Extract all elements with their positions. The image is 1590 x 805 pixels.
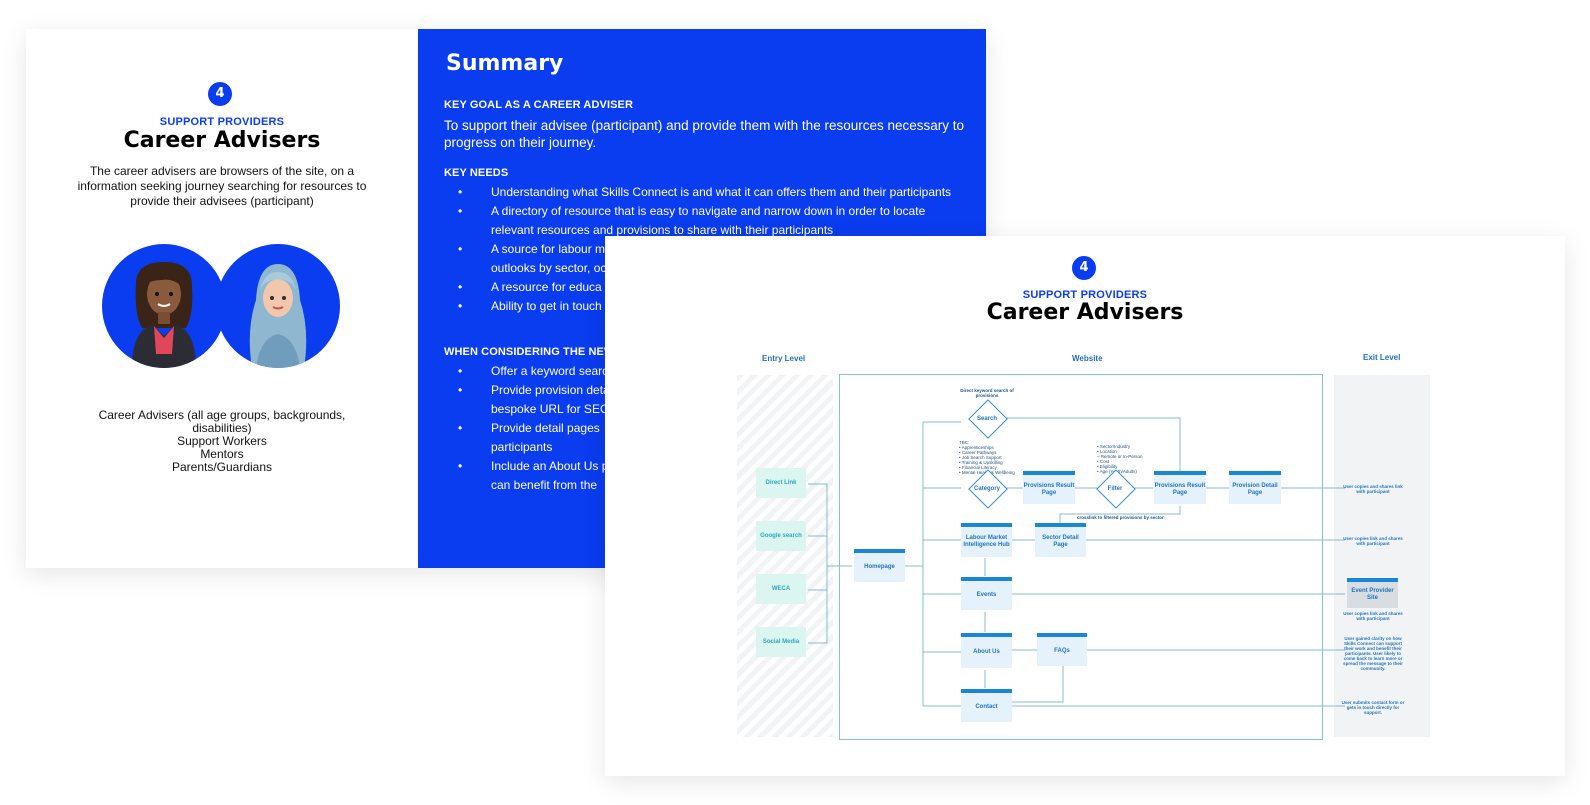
list-item-text: participants	[491, 440, 553, 454]
list-item-continuation: bespoke URL for SEO a	[458, 400, 968, 419]
list-item: A directory of resource that is easy to …	[458, 202, 968, 240]
considering-list: Offer a keyword searc Provide provision …	[458, 362, 968, 495]
node-events: Events	[961, 577, 1012, 610]
list-item-text: outlooks by sector, oc	[491, 261, 607, 275]
list-item: Offer a keyword searc	[458, 362, 968, 381]
search-note: Direct keyword search of provisions	[960, 388, 1014, 398]
node-provisions-result-1: Provisions Result Page	[1023, 471, 1075, 504]
exit-lane	[1334, 375, 1430, 737]
key-goal-text: To support their advisee (participant) a…	[444, 118, 965, 150]
node-lmi-hub: Labour Market Intelligence Hub	[961, 523, 1012, 557]
list-item: Provide detail pages	[458, 419, 968, 438]
audience-item: Parents/Guardians	[171, 460, 273, 474]
lane-label-entry: Entry Level	[762, 354, 806, 363]
node-homepage: Homepage	[854, 549, 905, 582]
list-item: A resource for educa	[458, 278, 968, 297]
audience-item: Mentors	[200, 447, 244, 461]
page-title: Career Advisers	[123, 128, 321, 153]
eyebrow-label: SUPPORT PROVIDERS	[1022, 289, 1148, 301]
exit-note: User submits contact form or gets in tou…	[1341, 700, 1405, 715]
list-item-text: bespoke URL for SEO a	[491, 402, 620, 416]
list-item-continuation: participants	[458, 438, 968, 457]
list-item: A source for labour m	[458, 240, 968, 259]
entry-point-social-media: Social Media	[756, 627, 806, 657]
page-title: Career Advisers	[986, 300, 1184, 325]
persona-overview-panel: 4 SUPPORT PROVIDERS Career Advisers The …	[26, 29, 418, 568]
considering-heading: WHEN CONSIDERING THE NEW	[444, 346, 615, 358]
note-line: TBC:	[959, 440, 970, 445]
note-line: • Age (Youth/Adults)	[1097, 469, 1157, 474]
note-line: • Financial Literacy	[959, 465, 997, 470]
key-needs-list: Understanding what Skills Connect is and…	[458, 183, 968, 316]
list-item-continuation: can benefit from the	[458, 476, 968, 495]
note-line: – Remote or In-Person	[1097, 454, 1143, 459]
note-line: • Training & Upskilling	[959, 460, 1003, 465]
exit-note: User copies link and shares with partici…	[1343, 536, 1403, 546]
persona-description: The career advisers are browsers of the …	[77, 164, 367, 208]
node-provisions-result-2: Provisions Result Page	[1154, 471, 1206, 504]
summary-title: Summary	[446, 51, 564, 76]
section-number-badge: 4	[1072, 256, 1096, 280]
entry-point-direct-link: Direct Link	[756, 468, 806, 498]
node-category-label: Category	[973, 486, 1000, 492]
avatar	[102, 244, 226, 368]
career-adviser-avatar-icon	[132, 262, 196, 368]
exit-note: User copies link and shares with partici…	[1343, 611, 1403, 621]
node-sector-detail: Sector Detail Page	[1035, 523, 1086, 557]
avatar	[216, 244, 340, 368]
node-contact: Contact	[961, 689, 1012, 722]
list-item-continuation: outlooks by sector, oc	[458, 259, 968, 278]
note-line: • Job Search Support	[959, 455, 1002, 460]
note-line: • Location	[1097, 449, 1117, 454]
node-about-us: About Us	[961, 633, 1012, 668]
lane-label-website: Website	[1072, 354, 1103, 363]
list-item: Ability to get in touch	[458, 297, 968, 316]
lane-label-exit: Exit Level	[1363, 353, 1401, 362]
exit-note: User copies and shares link with partici…	[1343, 484, 1403, 494]
note-line: • Career Pathways	[959, 450, 997, 455]
node-provision-detail: Provision Detail Page	[1229, 471, 1281, 504]
note-line: • Eligibility	[1097, 464, 1118, 469]
key-goal-heading: KEY GOAL AS A CAREER ADVISER	[444, 99, 634, 111]
list-item: Understanding what Skills Connect is and…	[458, 183, 968, 202]
node-event-provider-site: Event Provider Site	[1347, 578, 1398, 608]
website-lane	[839, 374, 1323, 740]
flow-connectors	[808, 417, 1345, 707]
list-item: Provide provision deta	[458, 381, 968, 400]
entry-lane	[737, 375, 833, 737]
entry-point-google-search: Google search	[756, 521, 806, 551]
node-filter-label: Filter	[1107, 486, 1123, 492]
list-item: Include an About Us p	[458, 457, 968, 476]
filter-list: • Sector/Industry • Location – Remote or…	[1097, 444, 1157, 474]
list-item-text: can benefit from the	[491, 478, 598, 492]
note-line: • Sector/Industry	[1097, 444, 1131, 449]
audience-item: Support Workers	[177, 434, 267, 448]
entry-point-weca: WECA	[756, 574, 806, 604]
crosslink-note: crosslink to filtered provisions by sect…	[1077, 515, 1164, 520]
key-needs-heading: KEY NEEDS	[444, 167, 509, 179]
node-search-label: Search	[976, 416, 997, 422]
user-flow-slide: 4 SUPPORT PROVIDERS Career Advisers Entr…	[605, 236, 1565, 776]
support-worker-avatar-icon	[249, 264, 307, 368]
note-line: • Cost	[1097, 459, 1110, 464]
node-faqs: FAQs	[1037, 633, 1087, 666]
eyebrow-label: SUPPORT PROVIDERS	[159, 116, 285, 128]
exit-note: User gained clarity on how Skills Connec…	[1343, 636, 1403, 671]
section-number-badge: 4	[208, 82, 232, 106]
note-line: • Apprenticeships	[959, 445, 994, 450]
audience-list: Career Advisers (all age groups, backgro…	[86, 409, 358, 474]
audience-item: Career Advisers (all age groups, backgro…	[98, 408, 346, 435]
